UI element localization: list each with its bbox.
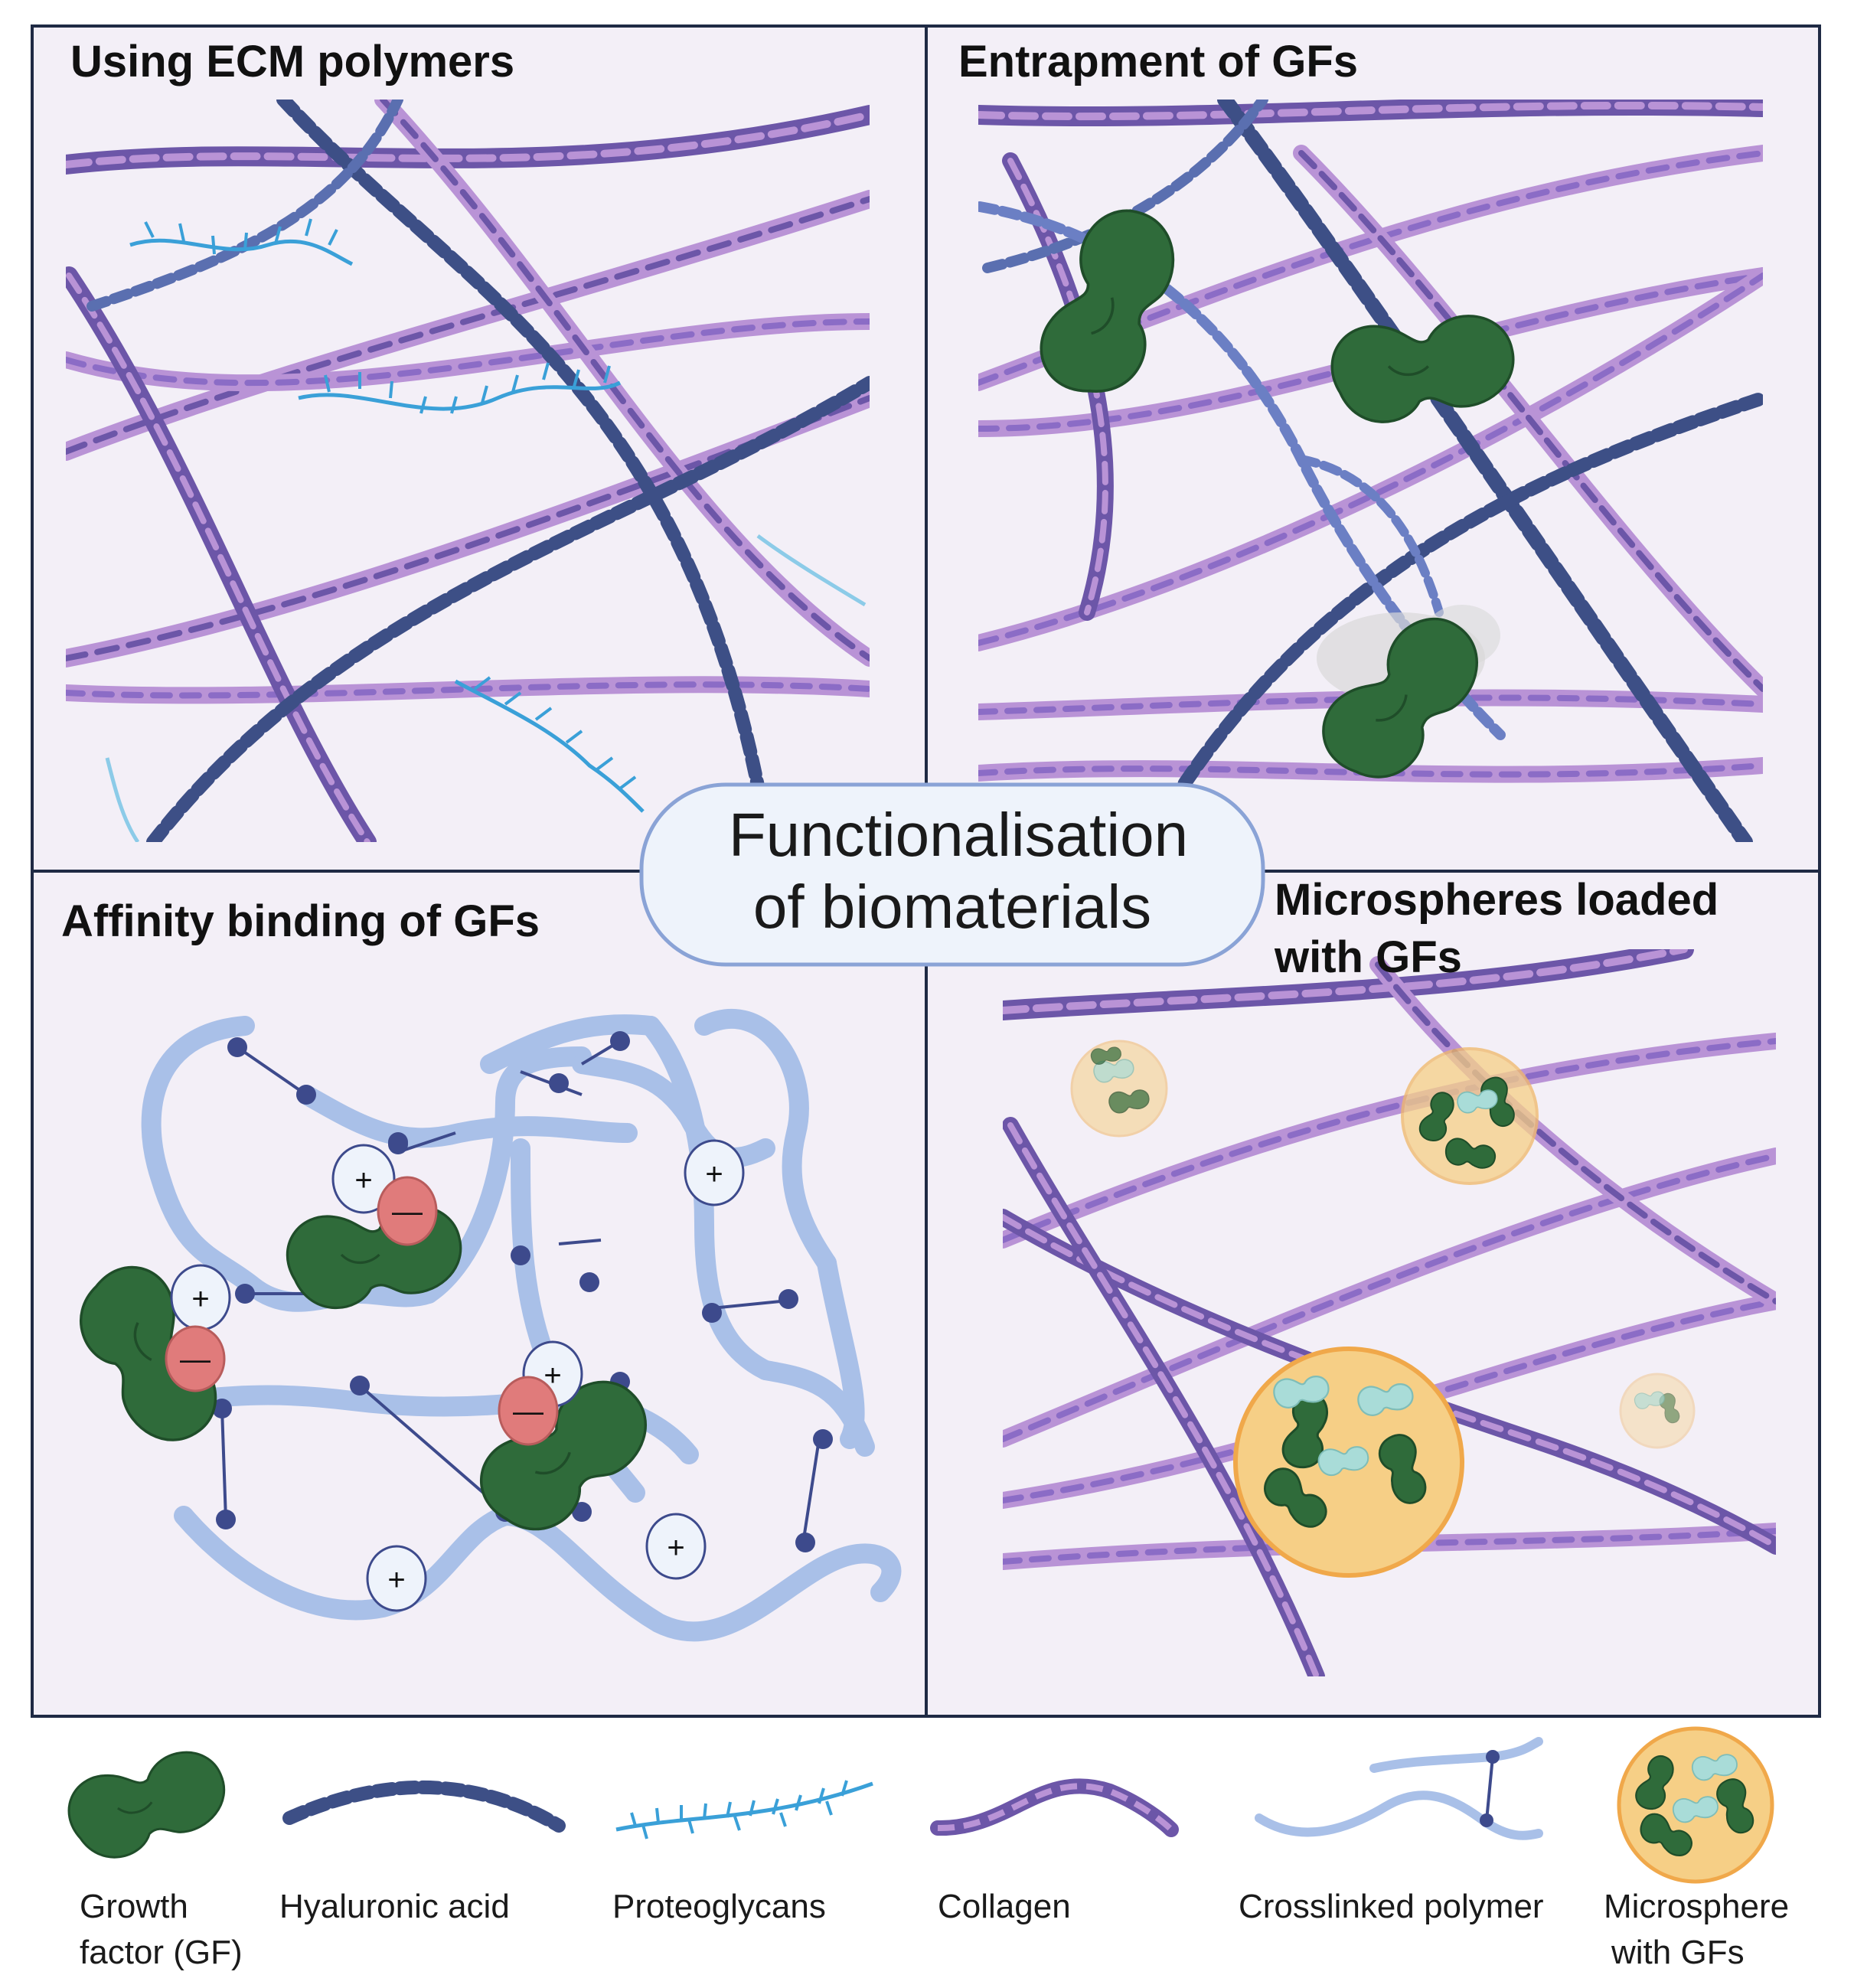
- svg-text:Hyaluronic acid: Hyaluronic acid: [279, 1888, 510, 1925]
- ecm-network: [66, 100, 870, 842]
- svg-text:Microsphere: Microsphere: [1604, 1888, 1789, 1925]
- center-label: Functionalisation of biomaterials: [639, 782, 1265, 967]
- svg-text:Crosslinked polymer: Crosslinked polymer: [1239, 1888, 1544, 1925]
- hyaluronic-acid-icon: [282, 1781, 566, 1833]
- legend-hyaluronic-acid: Hyaluronic acid: [279, 1781, 566, 1925]
- panel-title-microspheres-line2: with GFs: [1274, 932, 1462, 982]
- svg-text:Growth: Growth: [80, 1888, 188, 1925]
- collagen-icon: [930, 1778, 1179, 1837]
- center-label-line2: of biomaterials: [753, 873, 1151, 941]
- negative-charge: —: [165, 1325, 226, 1392]
- svg-text:+: +: [191, 1282, 209, 1316]
- panel-title-affinity-binding: Affinity binding of GFs: [61, 896, 540, 946]
- positive-charge: +: [170, 1264, 231, 1331]
- positive-charge: +: [366, 1545, 427, 1612]
- positive-charge: +: [684, 1139, 745, 1206]
- svg-text:+: +: [543, 1359, 561, 1392]
- microsphere: [1233, 1347, 1464, 1578]
- microsphere: [1401, 1047, 1539, 1185]
- svg-text:—: —: [392, 1195, 423, 1229]
- legend-crosslinked-polymer: Crosslinked polymer: [1239, 1737, 1544, 1925]
- positive-charge: +: [331, 1144, 396, 1214]
- proteoglycan-icon: [615, 1780, 873, 1839]
- panel-title-microspheres-line1: Microspheres loaded: [1275, 875, 1719, 925]
- crosslinked-polymer-icon: [1255, 1737, 1543, 1840]
- panel-title-ecm-polymers: Using ECM polymers: [70, 37, 514, 87]
- legend-growth-factor: Growth factor (GF): [60, 1745, 243, 1971]
- svg-text:factor (GF): factor (GF): [80, 1934, 243, 1971]
- svg-text:—: —: [513, 1395, 543, 1428]
- positive-charge: +: [645, 1513, 707, 1580]
- microsphere: [1619, 1373, 1696, 1449]
- svg-text:—: —: [180, 1343, 211, 1376]
- svg-text:with GFs: with GFs: [1611, 1934, 1745, 1971]
- negative-charge: —: [377, 1176, 438, 1246]
- legend: Growth factor (GF) Hyaluronic acid: [60, 1726, 1789, 1971]
- svg-text:Collagen: Collagen: [938, 1888, 1071, 1925]
- legend-microsphere: Microsphere with GFs: [1604, 1726, 1789, 1971]
- center-label-line1: Functionalisation: [729, 801, 1188, 869]
- svg-text:+: +: [354, 1164, 372, 1197]
- panel-title-entrapment: Entrapment of GFs: [958, 37, 1358, 87]
- microsphere: [1070, 1040, 1168, 1138]
- negative-charge: —: [498, 1376, 559, 1446]
- growth-factor-icon: [60, 1745, 234, 1866]
- legend-proteoglycans: Proteoglycans: [612, 1780, 873, 1925]
- svg-text:+: +: [705, 1157, 723, 1191]
- svg-text:Proteoglycans: Proteoglycans: [612, 1888, 826, 1925]
- svg-text:+: +: [667, 1531, 684, 1565]
- charge-markers: + + + + + + — —: [165, 1139, 745, 1612]
- svg-text:+: +: [387, 1563, 405, 1597]
- microsphere-icon: [1617, 1726, 1774, 1884]
- legend-collagen: Collagen: [930, 1778, 1179, 1925]
